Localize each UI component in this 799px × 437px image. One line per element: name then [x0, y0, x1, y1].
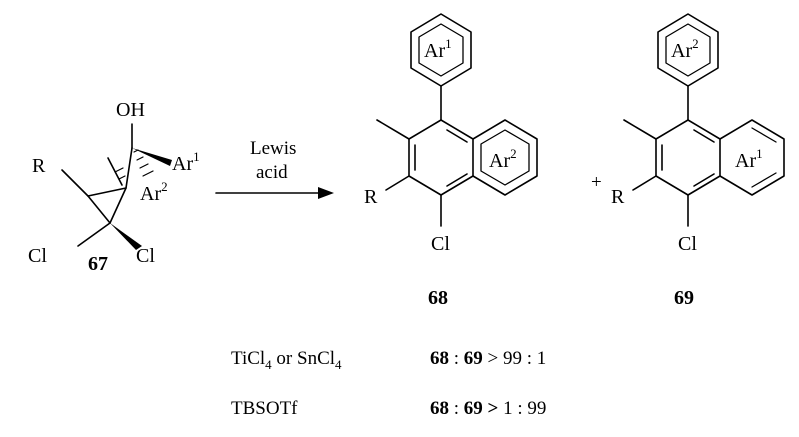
product-68: Ar1 Ar2 R Cl 68 [364, 13, 538, 309]
top-aryl-inner [418, 23, 464, 77]
condition-row-2-ratio: 68 : 69 > 1 : 99 [430, 398, 546, 419]
ar1-label: Ar1 [172, 149, 200, 175]
product-69: Ar2 Ar1 R Cl 69 [611, 13, 785, 309]
r-label: R [364, 186, 378, 208]
wedge-cl-right [110, 223, 142, 250]
bond-methyl [623, 119, 657, 140]
cl-label: Cl [678, 233, 697, 255]
compound-69-label: 69 [674, 287, 694, 309]
naphthalene-ring-a [655, 119, 721, 196]
conditions-table: TiCl4 or SnCl4 68 : 69 > 99 : 1 TBSOTf 6… [231, 348, 546, 419]
ar2-label: Ar2 [140, 179, 168, 205]
top-aryl-inner [665, 23, 711, 77]
bond-r [385, 175, 410, 191]
hashed-ar2 [133, 149, 154, 177]
fused-ring-label: Ar2 [489, 146, 517, 172]
reactant-67: R OH Ar1 Ar2 Cl Cl 67 [28, 99, 200, 275]
reaction-arrow: Lewis acid [215, 138, 334, 199]
naphthalene-ring-a [408, 119, 474, 196]
plus-sign: + [591, 172, 602, 193]
methyl-hashed-bond [107, 157, 126, 186]
naphthalene-ring-b [719, 119, 785, 196]
bond-cl-left [77, 222, 111, 247]
fused-ring-label: Ar1 [735, 146, 763, 172]
arrow-label-line2: acid [256, 162, 288, 183]
cl-right-label: Cl [136, 245, 155, 267]
cl-label: Cl [431, 233, 450, 255]
compound-67-label: 67 [88, 253, 108, 275]
r-label: R [32, 155, 46, 177]
top-ring-label: Ar2 [671, 36, 699, 62]
cl-left-label: Cl [28, 245, 47, 267]
naphthalene-ring-b [472, 119, 538, 196]
cyclopropane-ring [87, 187, 127, 224]
oh-label: OH [116, 99, 145, 121]
wedge-ar1 [132, 148, 172, 166]
arrow-label-line1: Lewis [250, 138, 296, 159]
bond-carbinol [125, 147, 133, 189]
condition-row-1-reagent: TiCl4 or SnCl4 [231, 348, 342, 372]
bond-r [632, 175, 657, 191]
compound-68-label: 68 [428, 287, 448, 309]
condition-row-2-reagent: TBSOTf [231, 398, 298, 419]
condition-row-1-ratio: 68 : 69 > 99 : 1 [430, 348, 546, 369]
top-ring-label: Ar1 [424, 36, 452, 62]
bond-r [61, 169, 89, 197]
bond-methyl [376, 119, 410, 140]
fused-ring-inner [480, 129, 530, 186]
r-label: R [611, 186, 625, 208]
